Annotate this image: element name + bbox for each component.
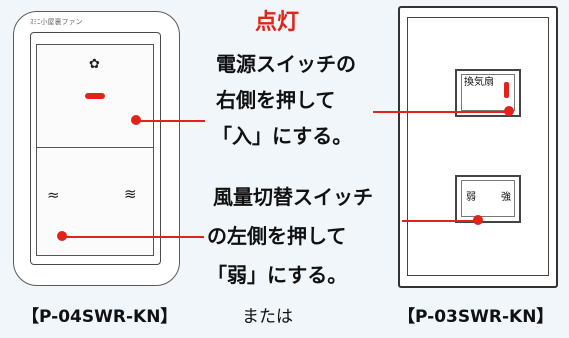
airflow-leader-line-left — [62, 236, 204, 238]
wind-weak-icon: ≈ — [47, 186, 60, 204]
airflow-select-switch-face — [461, 180, 515, 217]
fan-power-led — [504, 82, 509, 98]
strong-label: 強 — [501, 192, 511, 203]
airflow-instruction-line-3: 「弱」にする。 — [207, 263, 348, 287]
fan-icon: ✿ — [89, 57, 100, 72]
p03-switch-frame — [407, 17, 549, 276]
power-indicator-led — [85, 93, 105, 99]
fan-switch-label: 換気扇 — [464, 77, 494, 88]
airflow-leader-line-right — [402, 220, 478, 222]
wind-strong-icon: ≋ — [124, 185, 137, 203]
title-lit: 点灯 — [255, 10, 300, 35]
weak-label: 弱 — [466, 192, 476, 203]
model-label-p03: 【P-03SWR-KN】 — [398, 307, 554, 327]
power-leader-line-left — [136, 120, 205, 122]
airflow-press-dot-right — [473, 215, 483, 225]
power-instruction-line-2: 右側を押して — [216, 88, 336, 112]
power-press-dot-left — [131, 115, 141, 125]
airflow-instruction-line-2: の左側を押して — [207, 224, 347, 248]
power-leader-line-right — [373, 111, 509, 113]
airflow-press-dot-left — [57, 231, 67, 241]
model-label-p04: 【P-04SWR-KN】 — [22, 307, 178, 327]
power-instruction-line-1: 電源スイッチの — [216, 52, 356, 76]
power-press-dot-right — [504, 106, 514, 116]
connector-or: または — [242, 307, 293, 327]
brand-label: ｽﾐﾆ小屋裏ファン — [30, 18, 83, 26]
airflow-instruction-line-1: 風量切替スイッチ — [213, 185, 373, 209]
power-instruction-line-3: 「入」にする。 — [212, 124, 353, 148]
